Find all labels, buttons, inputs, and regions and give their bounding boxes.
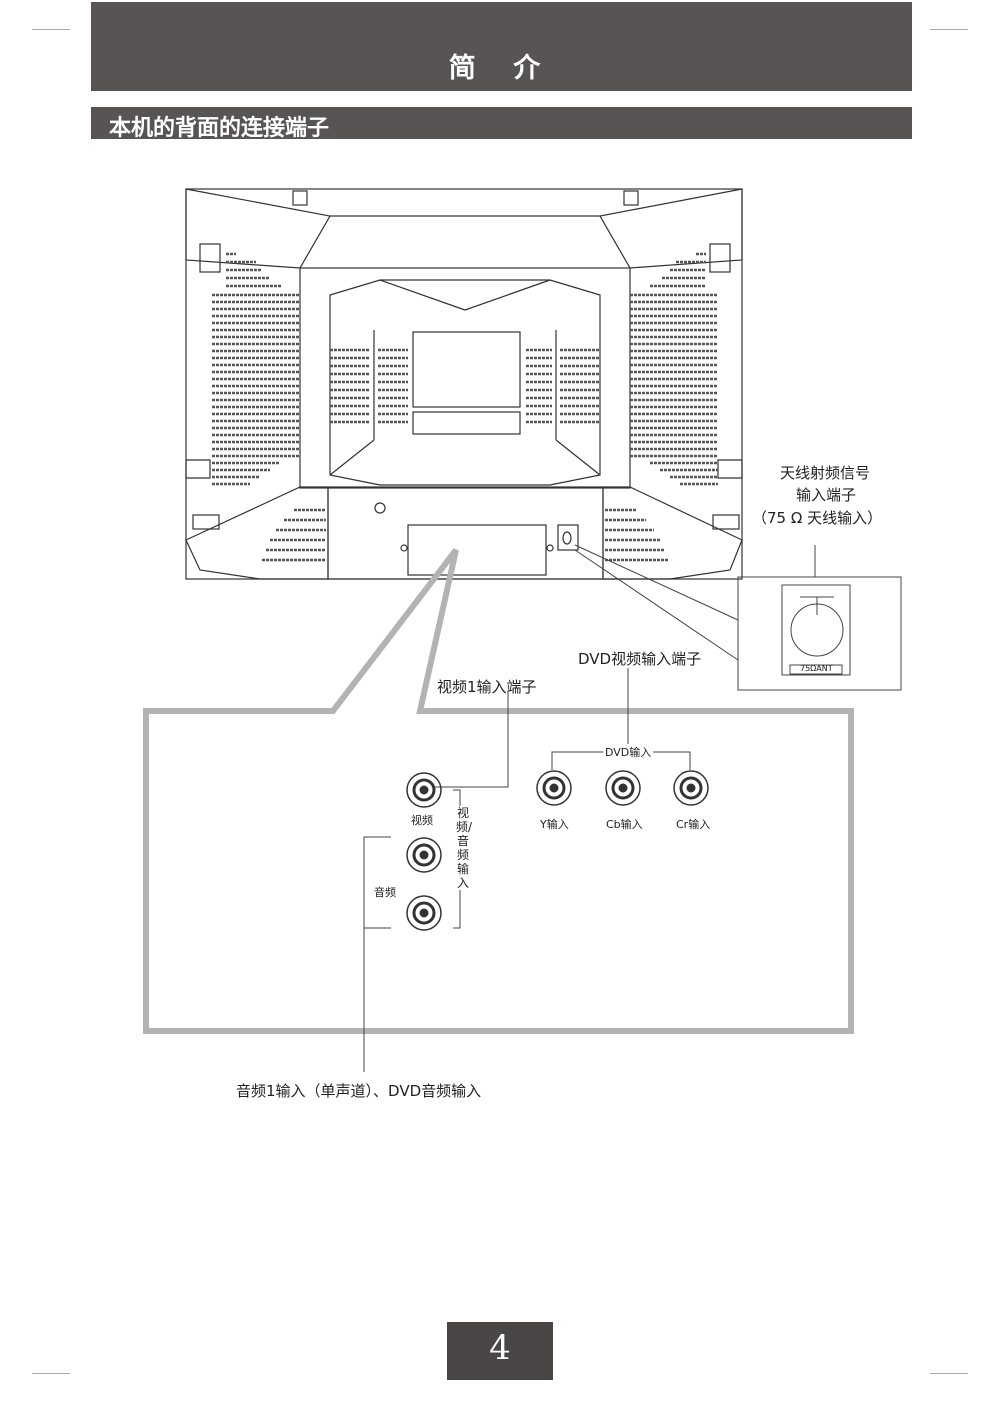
video1-terminal-label: 视频1输入端子 xyxy=(437,678,537,696)
jack-y xyxy=(536,770,572,806)
jack-cr xyxy=(673,770,709,806)
header-bar: 简 介 xyxy=(91,2,912,91)
crop-mark xyxy=(930,1373,968,1374)
y-input-label: Y输入 xyxy=(540,818,569,831)
audio-bottom-label: 音频1输入（单声道）、DVD音频输入 xyxy=(236,1082,482,1100)
crop-mark xyxy=(32,1373,70,1374)
jack-audio-1 xyxy=(406,837,442,873)
section-bar: 本机的背面的连接端子 xyxy=(91,107,912,141)
section-title: 本机的背面的连接端子 xyxy=(109,116,330,141)
antenna-label-line3: （75 Ω 天线输入） xyxy=(752,509,883,527)
antenna-callout xyxy=(574,544,902,691)
page-number-box: 4 xyxy=(447,1322,553,1380)
crop-mark xyxy=(32,29,70,30)
dvd-input-label: DVD输入 xyxy=(603,744,654,760)
cr-input-label: Cr输入 xyxy=(676,818,711,831)
dvd-video-terminal-label: DVD视频输入端子 xyxy=(578,650,702,668)
tv-rear-outline xyxy=(185,188,743,580)
callout-frame xyxy=(143,548,854,1034)
ant-tag: 75ΩANT xyxy=(800,664,833,673)
crop-mark xyxy=(930,29,968,30)
vent-slots xyxy=(212,252,718,562)
antenna-label-line1: 天线射频信号 xyxy=(780,464,871,482)
cb-input-label: Cb输入 xyxy=(606,818,643,831)
jack-audio-2 xyxy=(406,895,442,931)
jack-cb xyxy=(605,770,641,806)
video-label: 视频 xyxy=(411,814,433,827)
antenna-label-line2: 输入端子 xyxy=(796,486,857,504)
page-number: 4 xyxy=(489,1328,511,1368)
audio-label: 音频 xyxy=(374,886,396,899)
jack-video xyxy=(406,772,442,808)
page-title: 简 介 xyxy=(448,53,555,84)
av-input-vertical-label: 视频/音频输入 xyxy=(456,806,473,890)
leader-lines xyxy=(363,668,691,1072)
rca-jacks xyxy=(406,770,709,931)
